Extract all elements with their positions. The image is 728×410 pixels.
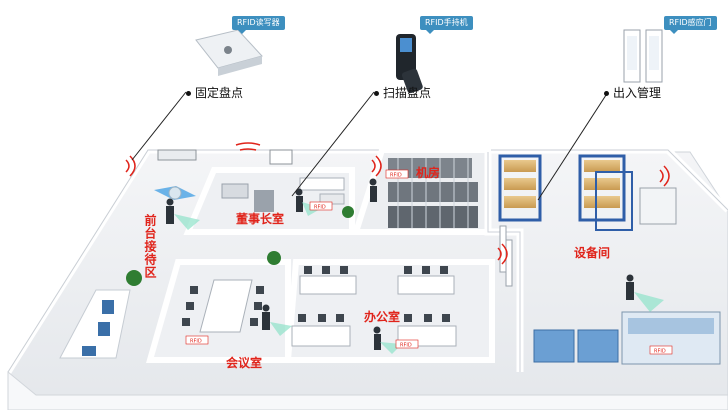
room-label-office: 办公室 [364,310,401,324]
room-label-reception: 前台接待区 [143,214,157,279]
blue-cart-2 [577,329,619,363]
warehouse-shelves [498,154,633,231]
rfid-badge-label: RFID [190,339,202,345]
front-wall [7,370,728,410]
meeting-table [199,279,253,333]
rfid-badge-label: RFID [654,349,666,355]
floor-rfid-badges [185,169,673,355]
room-label-chairman: 董事长室 [236,212,285,226]
reader-tag: RFID读写器 [232,16,285,34]
machine-cabinet [639,187,677,225]
handheld-caption: 扫描盘点 [374,84,431,101]
server-racks [388,158,478,228]
gate-tag: RFID感应门 [664,16,717,34]
room-label-meeting: 会议室 [226,356,263,370]
leader-lines [131,91,609,201]
rfid-handheld-device [396,34,423,94]
handheld-tag: RFID手持机 [420,16,473,34]
rfid-badge-label: RFID [400,343,412,349]
room-label-server: 机房 [416,166,441,180]
plant [126,270,142,286]
blue-cart-1 [533,329,575,363]
gate-caption: 出入管理 [604,84,661,101]
reader-caption: 固定盘点 [186,84,243,101]
room-label-equipment: 设备间 [574,246,611,260]
signal-arcs [125,142,670,265]
rfid-badge-label: RFID [390,173,402,179]
people [166,178,634,350]
rfid-reader-device [195,29,263,76]
rfid-gate-device [623,29,663,83]
rfid-badge-label: RFID [314,205,326,211]
